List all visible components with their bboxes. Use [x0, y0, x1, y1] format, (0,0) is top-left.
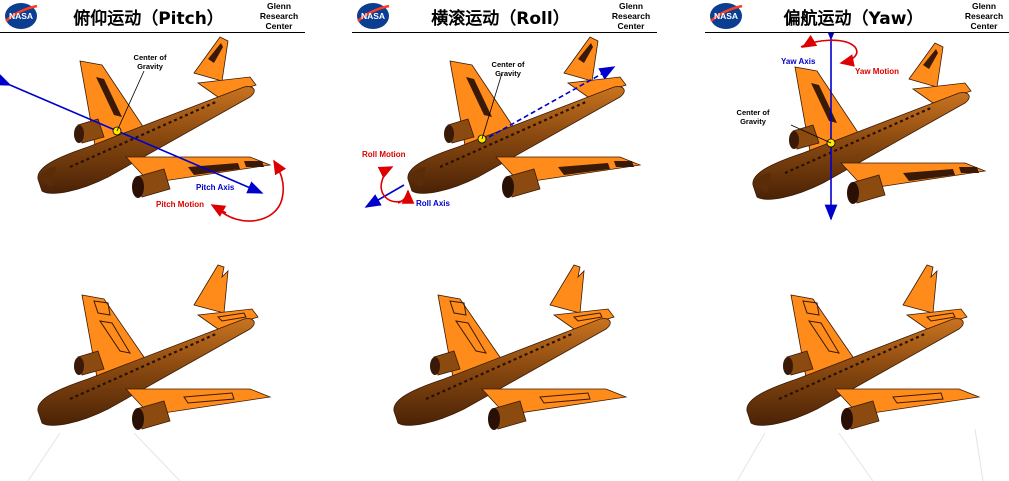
- pitch-motion-label: Pitch Motion: [156, 200, 204, 209]
- panel-pitch: NASA 俯仰运动（Pitch） Glenn Research Center C…: [0, 0, 305, 481]
- panel-title: 横滚运动（Roll）: [431, 9, 570, 29]
- panel-header: NASA 俯仰运动（Pitch） Glenn Research Center: [0, 0, 305, 33]
- cg-leader-line: [116, 70, 145, 132]
- panel-roll: NASA 横滚运动（Roll） Glenn Research Center Ce…: [352, 0, 657, 481]
- org-line: Glenn: [618, 1, 644, 11]
- nasa-logo-icon: NASA: [357, 3, 390, 29]
- org-line: Center: [265, 21, 293, 31]
- org-line: Glenn: [266, 1, 292, 11]
- nasa-logo-icon: NASA: [710, 3, 743, 29]
- cg-leader-line: [481, 72, 503, 140]
- roll-motion-label: Roll Motion: [362, 150, 406, 159]
- roll-axis-arrow: [481, 66, 616, 142]
- pitch-axis-label: Pitch Axis: [196, 183, 235, 192]
- org-line: Center: [617, 21, 645, 31]
- org-line: Research: [964, 11, 1004, 21]
- cg-label: Gravity: [495, 69, 522, 78]
- airplane-bottom: [36, 263, 272, 432]
- yaw-diagram: Center of Gravity Yaw Axis Yaw Motion: [737, 33, 987, 481]
- cg-label: Center of: [737, 108, 770, 117]
- pitch-motion-arrow: [217, 159, 287, 222]
- org-name: Glenn Research Center: [958, 1, 1009, 31]
- airplane-bottom: [745, 263, 981, 432]
- org-name: Glenn Research Center: [605, 1, 657, 31]
- cg-label: Center of: [492, 60, 525, 69]
- cg-label: Gravity: [137, 62, 164, 71]
- pitch-diagram: Center of Gravity Pitch Axis Pitch Motio…: [0, 35, 287, 481]
- org-line: Research: [611, 11, 651, 21]
- panel-header: NASA 偏航运动（Yaw） Glenn Research Center: [705, 0, 1009, 33]
- cg-label: Gravity: [740, 117, 767, 126]
- org-line: Glenn: [971, 1, 997, 11]
- nasa-logo-text: NASA: [714, 11, 738, 21]
- roll-axis-label: Roll Axis: [416, 199, 450, 208]
- roll-motion-arrow: [377, 166, 403, 203]
- panel-yaw: NASA 偏航运动（Yaw） Glenn Research Center Cen…: [705, 0, 1009, 481]
- nasa-logo-text: NASA: [361, 11, 385, 21]
- yaw-motion-label: Yaw Motion: [855, 67, 899, 76]
- org-name: Glenn Research Center: [253, 1, 305, 31]
- panel-title: 俯仰运动（Pitch）: [73, 9, 224, 29]
- nasa-logo-icon: NASA: [5, 3, 38, 29]
- roll-diagram: Center of Gravity Roll Motion Roll Axis: [362, 35, 642, 432]
- yaw-axis-label: Yaw Axis: [781, 57, 816, 66]
- panel-header: NASA 横滚运动（Roll） Glenn Research Center: [352, 0, 657, 33]
- cg-leader-line: [790, 124, 832, 144]
- pitch-axis-arrow: [0, 73, 264, 194]
- org-line: Research: [259, 11, 299, 21]
- panel-title: 偏航运动（Yaw）: [783, 9, 924, 29]
- nasa-logo-text: NASA: [9, 11, 33, 21]
- airplane-bottom: [392, 263, 628, 432]
- cg-label: Center of: [134, 53, 167, 62]
- org-line: Center: [970, 21, 998, 31]
